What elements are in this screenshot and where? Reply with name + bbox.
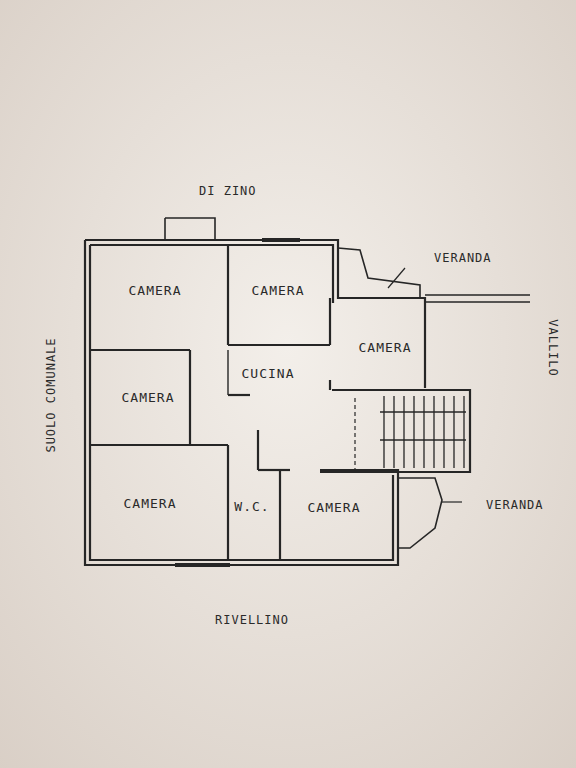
room-camera: CAMERA (356, 339, 415, 356)
room-name: CAMERA (122, 390, 175, 405)
stair-step (463, 396, 464, 468)
stair-step (433, 396, 434, 468)
land-label: SUOLO COMUNALE (43, 337, 57, 452)
stair-step (423, 396, 424, 468)
veranda-label: VERANDA (434, 251, 492, 265)
room-name: CAMERA (308, 500, 361, 515)
street-name: VALLILO (546, 319, 560, 377)
stair-step (443, 396, 444, 468)
room-name: W.C. (234, 499, 269, 514)
stair-landing (380, 411, 466, 412)
stair-step (413, 396, 414, 468)
room-camera: CAMERA (119, 389, 178, 406)
room-name: CAMERA (124, 496, 177, 511)
stair-step (403, 396, 404, 468)
street-name: DI ZINO (199, 184, 257, 198)
stair-steps (380, 396, 466, 468)
stair-landing (380, 439, 466, 440)
stair-step (393, 396, 394, 468)
room-name: CAMERA (359, 340, 412, 355)
veranda-label: VERANDA (486, 498, 544, 512)
room-wc: W.C. (231, 498, 272, 515)
stair-step (453, 396, 454, 468)
room-camera: CAMERA (305, 499, 364, 516)
room-camera: CAMERA (126, 282, 185, 299)
room-name: CAMERA (129, 283, 182, 298)
stair-step (383, 396, 384, 468)
room-name: CUCINA (242, 366, 295, 381)
walls (85, 218, 530, 565)
street-name: RIVELLINO (215, 613, 289, 627)
room-camera: CAMERA (249, 282, 308, 299)
room-name: CAMERA (252, 283, 305, 298)
room-camera: CAMERA (121, 495, 180, 512)
room-kitchen: CUCINA (239, 365, 298, 382)
